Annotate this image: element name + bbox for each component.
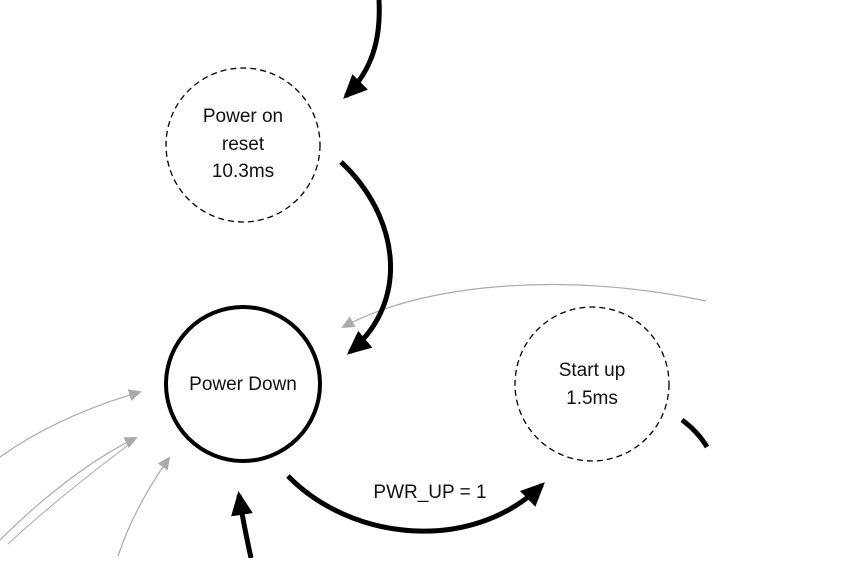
arrow-power-down-to-start-up xyxy=(286,474,545,534)
faded-arrow-left-2 xyxy=(0,437,138,541)
faded-arrow-left-1 xyxy=(0,389,142,458)
edge-label-pwr-up: PWR_UP = 1 xyxy=(373,482,486,503)
node-power-on-reset-line-3: 10.3ms xyxy=(212,161,274,182)
node-start-up-line-2: 1.5ms xyxy=(566,388,618,409)
faded-arrow-left-4 xyxy=(117,456,171,557)
arrow-into-power-down-from-below xyxy=(231,491,254,559)
node-power-on-reset-line-1: Power on xyxy=(203,106,283,127)
arrow-into-power-on-reset xyxy=(343,0,382,99)
node-power-down-label: Power Down xyxy=(189,374,297,395)
node-power-on-reset-line-2: reset xyxy=(222,134,265,155)
node-power-on-reset: Power on reset 10.3ms xyxy=(165,67,321,223)
node-start-up-line-1: Start up xyxy=(559,360,626,381)
arrow-start-up-outgoing xyxy=(680,417,710,449)
node-power-down: Power Down xyxy=(164,305,322,463)
faded-arrow-left-3 xyxy=(7,439,136,545)
node-start-up: Start up 1.5ms xyxy=(514,306,670,462)
arrow-reset-to-power-down xyxy=(339,160,393,355)
faded-arrow-top-right xyxy=(341,283,707,328)
